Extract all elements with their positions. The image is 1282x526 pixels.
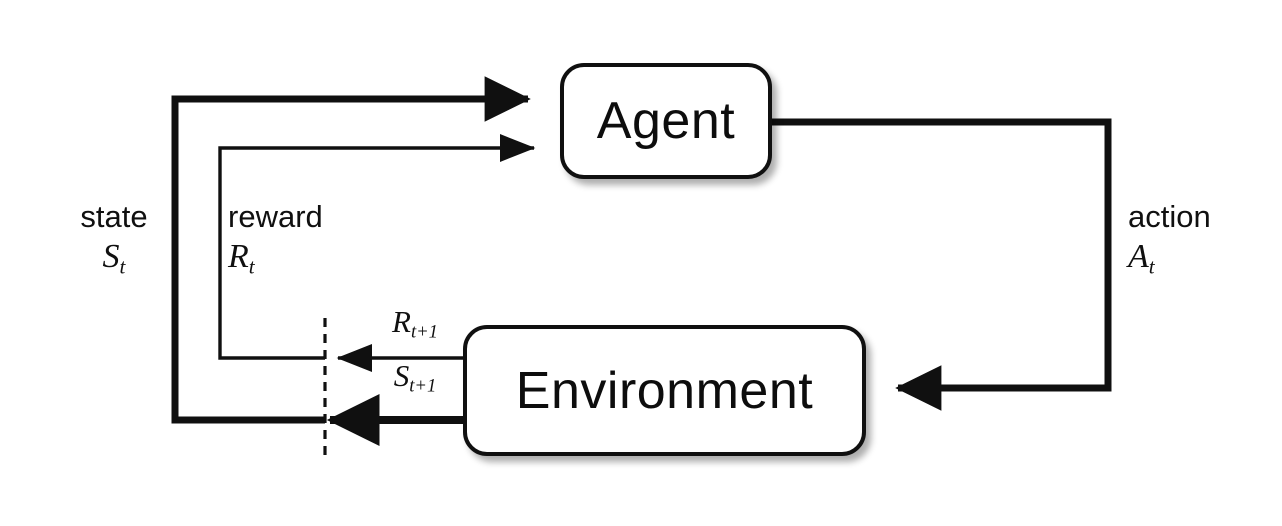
edge-label-reward-word: reward <box>228 199 323 234</box>
node-agent-label: Agent <box>596 92 736 150</box>
edge-reward-rail <box>218 134 536 360</box>
edge-label-state-next-symbol-sub: t+1 <box>409 375 437 397</box>
node-agent[interactable]: Agent <box>560 63 772 179</box>
edge-label-state-word: state <box>80 199 148 234</box>
edge-label-reward-next-symbol-base: R <box>392 304 411 339</box>
edge-label-reward: reward Rt <box>228 198 368 279</box>
edge-label-state: state St <box>60 198 168 279</box>
edge-label-reward-next-symbol-sub: t+1 <box>410 321 438 343</box>
edge-label-state-next-symbol: St+1 <box>360 360 470 396</box>
edge-label-action-word: action <box>1128 199 1211 234</box>
node-environment-label: Environment <box>515 361 814 420</box>
edge-label-state-symbol-base: S <box>102 237 120 275</box>
edge-label-state-symbol: St <box>60 236 168 280</box>
edge-label-reward-symbol-sub: t <box>248 254 255 279</box>
edge-label-reward-symbol: Rt <box>228 236 368 280</box>
edge-label-reward-symbol-base: R <box>228 237 249 275</box>
edge-action-path <box>772 118 1112 411</box>
node-environment[interactable]: Environment <box>463 325 866 456</box>
edge-label-reward-next: Rt+1 <box>360 306 470 342</box>
edge-label-action-symbol: At <box>1128 236 1258 280</box>
edge-state-rail <box>171 76 531 424</box>
edge-label-action-symbol-base: A <box>1128 237 1149 275</box>
edge-label-action-symbol-sub: t <box>1148 254 1155 279</box>
edge-label-state-symbol-sub: t <box>119 254 126 279</box>
edge-label-reward-next-symbol: Rt+1 <box>360 306 470 342</box>
edge-label-action: action At <box>1128 198 1258 279</box>
edge-label-state-next-symbol-base: S <box>393 358 410 393</box>
edge-label-state-next: St+1 <box>360 360 470 396</box>
